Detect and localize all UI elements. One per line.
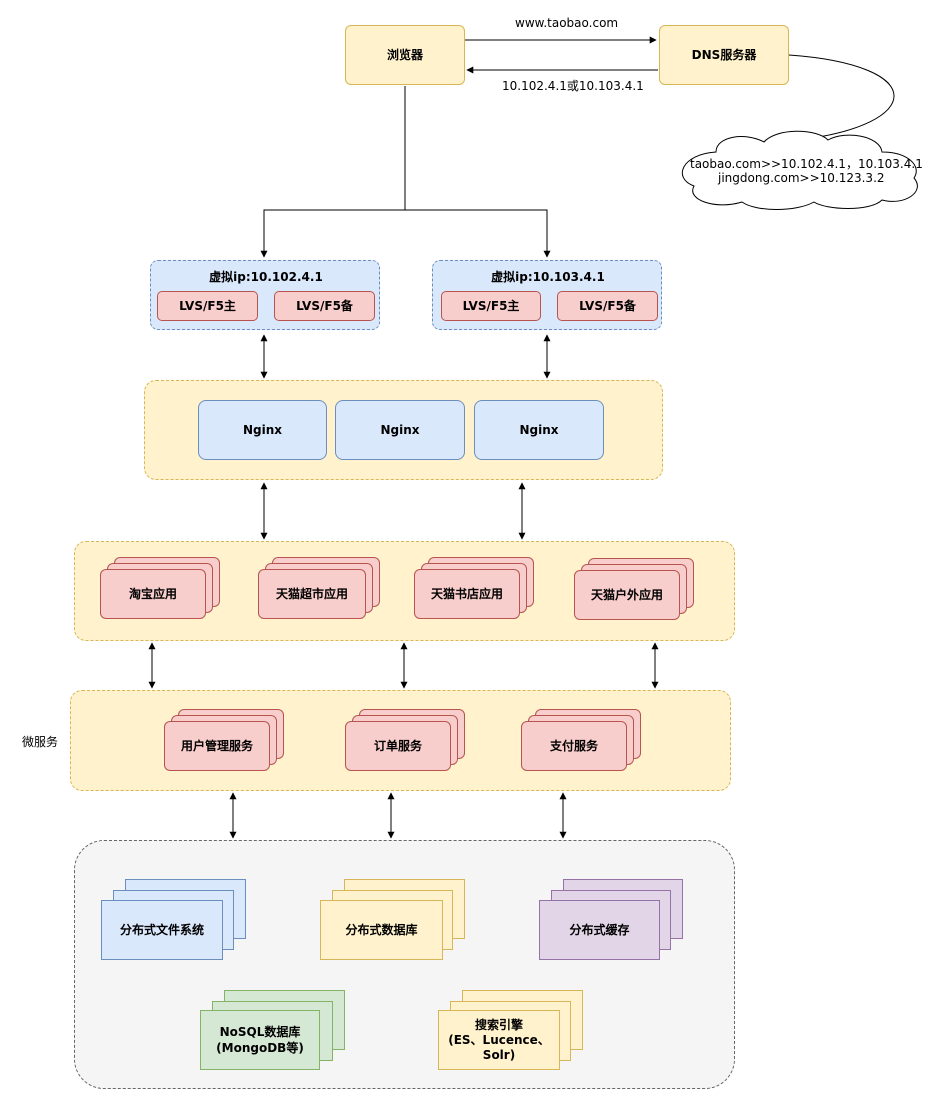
search-label-line-3: Solr): [482, 1047, 516, 1062]
service-stack-1-front: 用户管理服务: [164, 721, 270, 771]
vip-group-1-backup: LVS/F5备: [274, 291, 375, 321]
dns-server-node: DNS服务器: [659, 25, 789, 85]
dfs-label: 分布式文件系统: [119, 922, 204, 937]
app-4-label: 天猫户外应用: [590, 587, 663, 602]
vip-group-1-title: 虚拟ip:10.102.4.1: [209, 270, 323, 284]
dfs-stack-front: 分布式文件系统: [101, 900, 223, 960]
cache-stack-front: 分布式缓存: [539, 900, 660, 960]
browser-to-vip-2: [405, 209, 551, 258]
service-stack-3-front: 支付服务: [521, 721, 627, 771]
app-stack-4-front: 天猫户外应用: [574, 570, 680, 620]
microservice-label: 微服务: [22, 735, 59, 749]
vip-group-1: 虚拟ip:10.102.4.1 LVS/F5主 LVS/F5备: [150, 260, 380, 330]
service-stack-2-front: 订单服务: [345, 721, 451, 771]
app-stack-3-front: 天猫书店应用: [414, 569, 520, 619]
dns-record-1: taobao.com>>10.102.4.1，10.103.4.1: [690, 157, 923, 171]
cache-label: 分布式缓存: [569, 922, 630, 937]
vip-group-2-master: LVS/F5主: [441, 291, 541, 321]
app-stack-2: 天猫超市应用: [258, 557, 380, 622]
ddb-stack-front: 分布式数据库: [320, 900, 443, 960]
app-stack-2-front: 天猫超市应用: [258, 569, 366, 619]
nginx-node-1-label: Nginx: [242, 422, 283, 437]
vip-group-2: 虚拟ip:10.103.4.1 LVS/F5主 LVS/F5备: [432, 260, 662, 330]
request-label: www.taobao.com: [515, 16, 619, 30]
search-label-line-2: (ES、Lucence、: [448, 1032, 550, 1047]
nginx-node-2-label: Nginx: [380, 422, 420, 437]
dns-cloud-link: [788, 54, 895, 143]
nosql-label-line-2: (MongoDB等): [216, 1041, 304, 1055]
browser-to-vip-1: [260, 86, 406, 258]
nosql-label-line-1: NoSQL数据库: [219, 1024, 301, 1039]
vip-group-2-title: 虚拟ip:10.103.4.1: [491, 270, 605, 284]
dns-server-label: DNS服务器: [691, 47, 757, 62]
ddb-label: 分布式数据库: [345, 922, 418, 937]
ddb-stack: 分布式数据库: [320, 879, 466, 962]
vip-group-1-master: LVS/F5主: [157, 291, 258, 321]
app-2-label: 天猫超市应用: [275, 586, 348, 601]
app-3-label: 天猫书店应用: [430, 586, 503, 601]
service-stack-2: 订单服务: [345, 709, 467, 774]
vip-group-1-backup-label: LVS/F5备: [296, 298, 353, 313]
app-stack-3: 天猫书店应用: [414, 557, 536, 622]
dfs-stack: 分布式文件系统: [101, 879, 247, 962]
dns-record-cloud: [681, 130, 918, 210]
nosql-stack-front: NoSQL数据库 (MongoDB等): [200, 1010, 320, 1070]
app-stack-1: 淘宝应用: [100, 557, 222, 622]
nginx-node-3-label: Nginx: [519, 422, 559, 437]
nginx-node-1: Nginx: [198, 400, 327, 460]
vip-group-1-master-label: LVS/F5主: [179, 298, 236, 313]
service-stack-1: 用户管理服务: [164, 709, 286, 774]
search-stack: 搜索引擎 (ES、Lucence、 Solr): [438, 990, 584, 1073]
vip-group-2-backup: LVS/F5备: [557, 291, 658, 321]
browser-node: 浏览器: [345, 25, 465, 85]
service-1-label: 用户管理服务: [180, 738, 253, 753]
nginx-node-2: Nginx: [335, 400, 465, 460]
service-stack-3: 支付服务: [521, 709, 643, 774]
service-3-label: 支付服务: [549, 738, 598, 753]
nginx-node-3: Nginx: [474, 400, 604, 460]
service-2-label: 订单服务: [373, 738, 422, 753]
search-label-line-1: 搜索引擎: [474, 1017, 523, 1032]
app-1-label: 淘宝应用: [128, 586, 177, 601]
app-stack-4: 天猫户外应用: [574, 558, 696, 623]
browser-label: 浏览器: [386, 47, 423, 62]
storage-layer: [74, 840, 735, 1089]
response-label: 10.102.4.1或10.103.4.1: [502, 79, 644, 93]
vip-group-2-backup-label: LVS/F5备: [579, 298, 636, 313]
dns-record-2: jingdong.com>>10.123.3.2: [718, 171, 885, 185]
search-stack-front: 搜索引擎 (ES、Lucence、 Solr): [438, 1010, 560, 1070]
vip-group-2-master-label: LVS/F5主: [462, 298, 520, 313]
cache-stack: 分布式缓存: [539, 879, 685, 962]
nosql-stack: NoSQL数据库 (MongoDB等): [200, 990, 346, 1073]
app-stack-1-front: 淘宝应用: [100, 569, 206, 619]
